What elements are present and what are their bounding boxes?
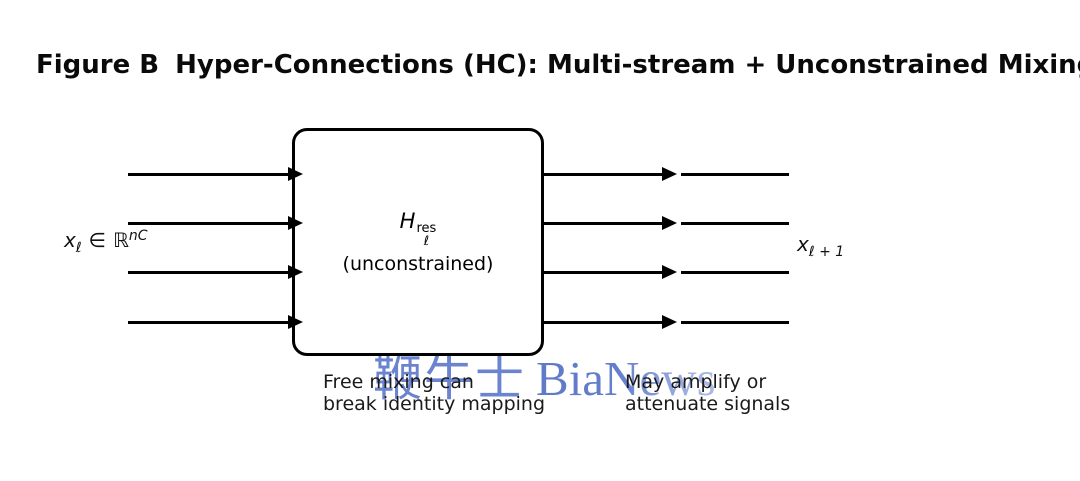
output-sub: ℓ + 1 xyxy=(808,244,845,260)
caption-amplify: May amplify or attenuate signals xyxy=(625,371,790,415)
output-arrowhead-icon xyxy=(662,215,677,230)
box-symbol-base: H xyxy=(399,208,416,233)
figure-label: Figure B xyxy=(36,50,160,80)
input-arrowhead-icon xyxy=(288,166,303,181)
output-line xyxy=(681,320,789,324)
input-arrow-line xyxy=(128,320,290,324)
input-math-label: xℓ ∈ℝnC xyxy=(64,228,148,256)
watermark-latin-text: BiaNews xyxy=(536,351,716,406)
output-arrow-line xyxy=(543,172,664,176)
caption-line: Free mixing can xyxy=(323,371,474,393)
box-note: (unconstrained) xyxy=(342,252,494,275)
input-arrow-line xyxy=(128,270,290,274)
caption-free-mixing: Free mixing can break identity mapping xyxy=(323,371,545,415)
output-math-label: xℓ + 1 xyxy=(797,232,844,260)
output-arrow-line xyxy=(543,221,664,225)
input-arrow-line xyxy=(128,221,290,225)
output-arrowhead-icon xyxy=(662,314,677,329)
element-of-symbol: ∈ xyxy=(88,228,107,252)
real-set-symbol: ℝ xyxy=(113,228,129,252)
input-arrowhead-icon xyxy=(288,215,303,230)
input-var: x xyxy=(64,228,76,252)
box-symbol-sub: ℓ xyxy=(423,233,430,249)
output-arrow-line xyxy=(543,320,664,324)
input-sup: nC xyxy=(128,228,148,244)
figure-title: Figure B Hyper-Connections (HC): Multi-st… xyxy=(36,50,1080,80)
output-line xyxy=(681,270,789,274)
input-arrow-line xyxy=(128,172,290,176)
watermark-cjk-text: 鞭牛士 xyxy=(373,351,527,406)
output-arrow-line xyxy=(543,270,664,274)
output-arrowhead-icon xyxy=(662,166,677,181)
input-sub: ℓ xyxy=(75,240,82,256)
input-arrowhead-icon xyxy=(288,314,303,329)
output-arrowhead-icon xyxy=(662,264,677,279)
caption-line: May amplify or xyxy=(625,371,767,393)
output-line xyxy=(681,172,789,176)
caption-line: break identity mapping xyxy=(323,393,546,415)
figure-title-text: Hyper-Connections (HC): Multi-stream + U… xyxy=(175,50,1080,80)
output-line xyxy=(681,221,789,225)
output-var: x xyxy=(797,232,809,256)
hyper-connection-box xyxy=(292,128,544,356)
input-arrowhead-icon xyxy=(288,264,303,279)
box-symbol-sup: res xyxy=(416,220,437,236)
caption-line: attenuate signals xyxy=(625,393,791,415)
